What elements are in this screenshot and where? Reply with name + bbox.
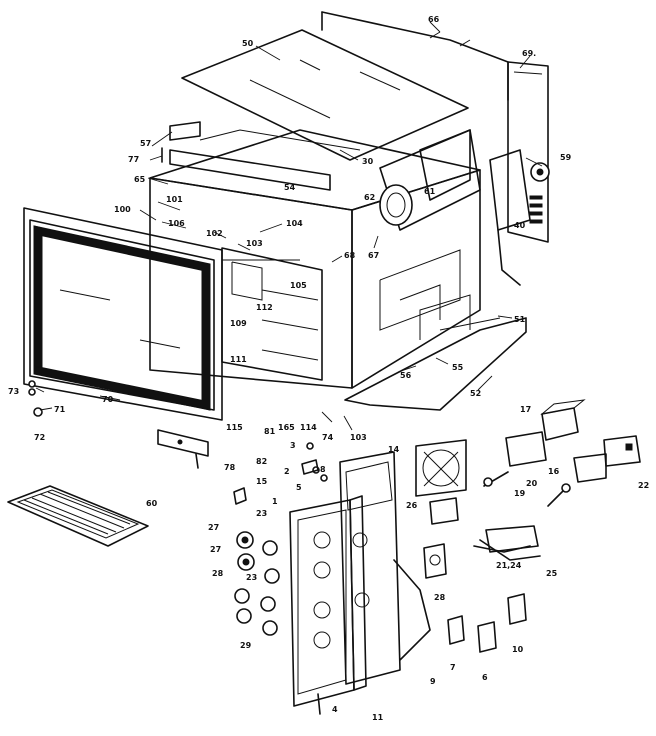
label-27b: 27 xyxy=(210,545,221,554)
part-labels: 66 50 69. 57 77 65 30 59 54 62 61 40 100… xyxy=(8,15,649,722)
switch-housing-part xyxy=(505,431,641,483)
interlock-switch-part xyxy=(447,593,527,653)
label-55: 55 xyxy=(452,363,464,372)
label-78: 78 xyxy=(224,463,236,472)
label-65: 65 xyxy=(134,175,146,184)
label-19: 19 xyxy=(514,489,526,498)
magnetron-assembly-part xyxy=(379,129,481,231)
label-28: 28 xyxy=(212,569,224,578)
rear-panel-part xyxy=(321,11,509,101)
waveguide-part xyxy=(489,149,531,286)
label-10: 10 xyxy=(512,645,524,654)
upper-bracket-part xyxy=(169,129,361,191)
label-71: 71 xyxy=(54,405,66,414)
label-15: 15 xyxy=(256,477,268,486)
base-plate-part xyxy=(344,294,527,411)
fan-motor-part xyxy=(530,162,550,182)
fuse-holder-part xyxy=(423,543,447,579)
label-50: 50 xyxy=(242,39,254,48)
label-114: 114 xyxy=(300,423,317,432)
door-hinge-part xyxy=(157,429,209,457)
label-74: 74 xyxy=(322,433,334,442)
right-side-panel-part xyxy=(507,61,549,243)
label-101: 101 xyxy=(166,195,183,204)
label-70: 70 xyxy=(102,395,114,404)
label-1: 1 xyxy=(272,497,278,506)
label-2: 2 xyxy=(284,467,290,476)
label-20: 20 xyxy=(526,479,538,488)
label-14: 14 xyxy=(388,445,400,454)
label-72: 72 xyxy=(34,433,45,442)
relay-part xyxy=(540,399,586,441)
label-27a: 27 xyxy=(208,523,219,532)
label-29: 29 xyxy=(240,641,252,650)
label-3: 3 xyxy=(290,441,296,450)
label-67: 67 xyxy=(368,251,379,260)
label-81: 81 xyxy=(264,427,276,436)
label-73: 73 xyxy=(8,387,19,396)
base-grill-part xyxy=(7,485,149,547)
top-cover-part xyxy=(181,29,469,161)
label-7: 7 xyxy=(450,663,456,672)
label-17: 17 xyxy=(520,405,531,414)
label-69: 69. xyxy=(522,49,536,58)
label-62: 62 xyxy=(364,193,375,202)
label-16: 16 xyxy=(548,467,560,476)
label-111: 111 xyxy=(230,355,247,364)
label-61: 61 xyxy=(424,187,436,196)
label-54: 54 xyxy=(284,183,296,192)
label-68: 68 xyxy=(344,251,356,260)
label-165: 165 xyxy=(278,423,295,432)
label-106: 106 xyxy=(168,219,185,228)
label-21-24: 21,24 xyxy=(496,561,522,570)
label-109: 109 xyxy=(230,319,247,328)
label-6: 6 xyxy=(482,673,488,682)
hardware-part xyxy=(28,121,328,715)
label-9: 9 xyxy=(430,677,436,686)
label-30: 30 xyxy=(362,157,374,166)
label-51: 51 xyxy=(514,315,526,324)
label-104: 104 xyxy=(286,219,303,228)
label-103b: 103 xyxy=(350,433,367,442)
label-23b: 23 xyxy=(246,573,257,582)
control-panel-rear-part xyxy=(339,451,431,685)
label-28b: 28 xyxy=(434,593,446,602)
lamp-socket-part xyxy=(483,471,571,507)
label-23a: 23 xyxy=(256,509,267,518)
label-103: 103 xyxy=(246,239,263,248)
label-82: 82 xyxy=(256,457,267,466)
label-25: 25 xyxy=(546,569,558,578)
label-105: 105 xyxy=(290,281,307,290)
label-4: 4 xyxy=(332,705,338,714)
door-choke-part xyxy=(221,247,323,381)
label-40: 40 xyxy=(514,221,526,230)
label-56: 56 xyxy=(400,371,412,380)
label-102: 102 xyxy=(206,229,223,238)
label-115: 115 xyxy=(226,423,243,432)
leader-lines xyxy=(35,21,543,431)
label-11: 11 xyxy=(372,713,384,722)
label-52: 52 xyxy=(470,389,481,398)
label-57: 57 xyxy=(140,139,151,148)
label-22: 22 xyxy=(638,481,649,490)
oven-cavity-part xyxy=(149,129,481,389)
label-8: 8 xyxy=(320,465,326,474)
label-59: 59 xyxy=(560,153,572,162)
label-26: 26 xyxy=(406,501,418,510)
label-100: 100 xyxy=(114,205,131,214)
label-112: 112 xyxy=(256,303,273,312)
label-77: 77 xyxy=(128,155,139,164)
wire-harness-part xyxy=(473,525,541,561)
label-66: 66 xyxy=(428,15,440,24)
fan-guard-part xyxy=(415,439,467,497)
terminal-block-part xyxy=(429,497,459,525)
label-60: 60 xyxy=(146,499,158,508)
knob-set-part xyxy=(234,531,280,636)
door-frame-part xyxy=(23,207,223,421)
label-5: 5 xyxy=(296,483,302,492)
